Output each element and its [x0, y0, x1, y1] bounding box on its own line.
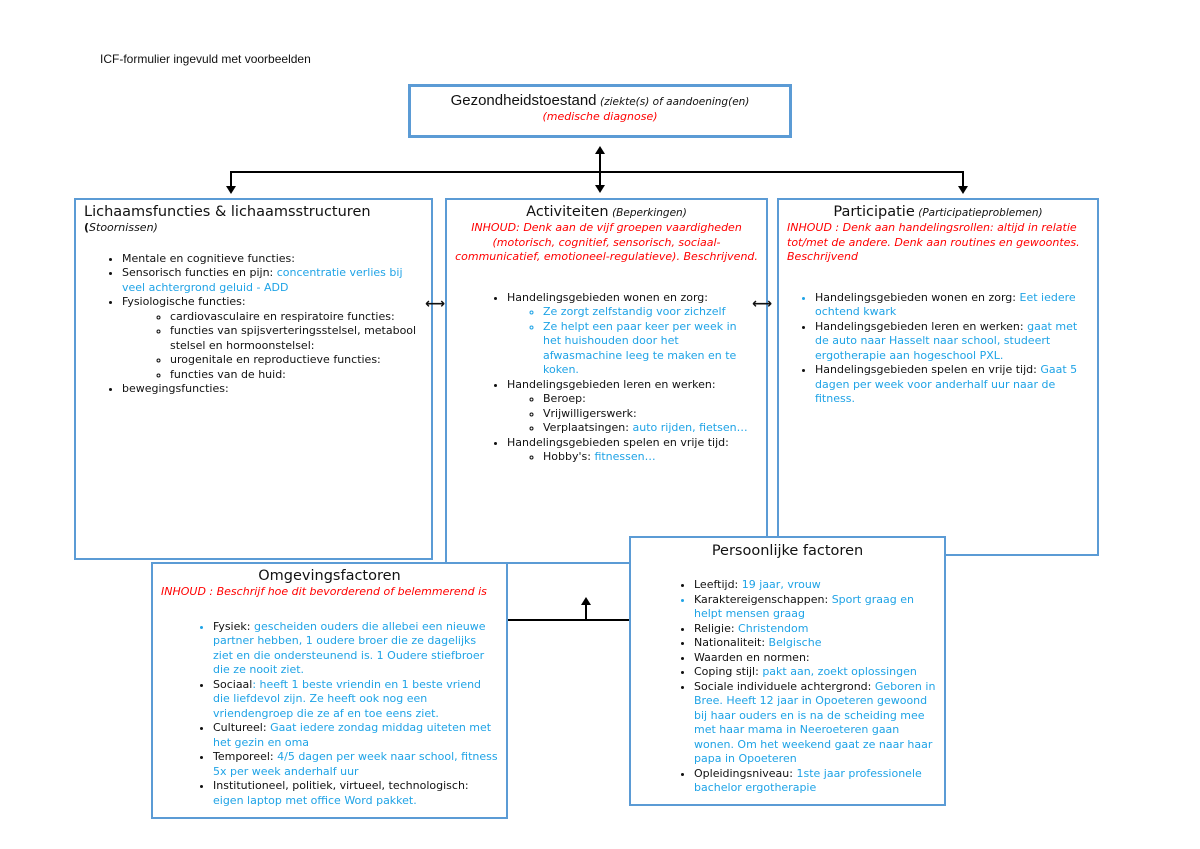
list-item: Ze zorgt zelfstandig voor zichzelf: [543, 305, 758, 320]
participation-note: INHOUD : Denk aan handelingsrollen: alti…: [787, 221, 1080, 263]
arrow-up-icon: [581, 597, 591, 605]
list-item: Handelingsgebieden leren en werken: gaat…: [815, 320, 1089, 364]
activities-title: Activiteiten: [526, 204, 609, 220]
participation-subtitle: (Participatieproblemen): [918, 207, 1043, 219]
list-item: Temporeel: 4/5 dagen per week naar schoo…: [213, 750, 498, 779]
environment-note: INHOUD : Beschrijf hoe dit bevorderend o…: [161, 585, 487, 598]
list-item: functies van de huid:: [170, 368, 423, 383]
list-item: Sociaal: heeft 1 beste vriendin en 1 bes…: [213, 678, 498, 722]
list-item: Cultureel: Gaat iedere zondag middag uit…: [213, 721, 498, 750]
list-item: Karaktereigenschappen: Sport graag en he…: [694, 593, 936, 622]
list-item: Mentale en cognitieve functies:: [122, 252, 423, 267]
personal-title: Persoonlijke factoren: [711, 543, 864, 559]
list-item: Handelingsgebieden spelen en vrije tijd:…: [507, 436, 758, 465]
list-item: cardiovasculaire en respiratoire functie…: [170, 310, 423, 325]
list-item: Handelingsgebieden leren en werken: Bero…: [507, 378, 758, 436]
environment-title: Omgevingsfactoren: [258, 568, 401, 584]
list-item: Handelingsgebieden wonen en zorg: Eet ie…: [815, 291, 1089, 320]
list-item: Sociale individuele achtergrond: Geboren…: [694, 680, 936, 767]
list-item: Waarden en normen:: [694, 651, 936, 666]
body-paren: (: [84, 221, 90, 234]
list-item: Verplaatsingen: auto rijden, fietsen…: [543, 421, 758, 436]
body-functions-box: Lichaamsfuncties & lichaamsstructuren (S…: [74, 198, 433, 560]
body-subtitle: Stoornissen): [89, 221, 158, 234]
list-item: Leeftijd: 19 jaar, vrouw: [694, 578, 936, 593]
list-item: Ze helpt een paar keer per week in het h…: [543, 320, 758, 378]
environmental-factors-box: Omgevingsfactoren INHOUD : Beschrijf hoe…: [151, 562, 508, 819]
arrow-up-icon: [595, 146, 605, 154]
arrow-down-icon: [226, 186, 236, 194]
list-item: Institutioneel, politiek, virtueel, tech…: [213, 779, 498, 808]
list-item: Coping stijl: pakt aan, zoekt oplossinge…: [694, 665, 936, 680]
list-item: Vrijwilligerswerk:: [543, 407, 758, 422]
participation-box: Participatie (Participatieproblemen) INH…: [777, 198, 1099, 556]
page-title: ICF-formulier ingevuld met voorbeelden: [100, 52, 311, 66]
activities-note: INHOUD: Denk aan de vijf groepen vaardig…: [455, 221, 758, 263]
double-arrow-icon: ⟷: [752, 296, 773, 312]
arrow-down-icon: [595, 185, 605, 193]
list-item: Religie: Christendom: [694, 622, 936, 637]
list-item: bewegingsfuncties:: [122, 382, 423, 397]
list-item: Sensorisch functies en pijn: concentrati…: [122, 266, 423, 295]
activities-box: Activiteiten (Beperkingen) INHOUD: Denk …: [445, 198, 768, 564]
connector-line: [505, 619, 631, 621]
personal-factors-box: Persoonlijke factoren Leeftijd: 19 jaar,…: [629, 536, 946, 806]
connector-line: [231, 171, 964, 173]
arrow-down-icon: [958, 186, 968, 194]
connector-line: [599, 152, 601, 186]
list-item: Handelingsgebieden spelen en vrije tijd:…: [815, 363, 1089, 407]
list-item: Fysiologische functies: cardiovasculaire…: [122, 295, 423, 382]
health-title: Gezondheidstoestand: [450, 92, 597, 109]
list-item: urogenitale en reproductieve functies:: [170, 353, 423, 368]
list-item: Fysiek: gescheiden ouders die allebei ee…: [213, 620, 498, 678]
list-item: Beroep:: [543, 392, 758, 407]
health-note: (medische diagnose): [542, 110, 658, 123]
list-item: Opleidingsniveau: 1ste jaar professionel…: [694, 767, 936, 796]
list-item: Hobby's: fitnessen…: [543, 450, 758, 465]
participation-title: Participatie: [833, 204, 915, 220]
connector-line: [230, 171, 232, 189]
list-item: Handelingsgebieden wonen en zorg: Ze zor…: [507, 291, 758, 378]
double-arrow-icon: ⟷: [425, 296, 446, 312]
health-subtitle: (ziekte(s) of aandoening(en): [600, 96, 750, 108]
list-item: functies van spijsverteringsstelsel, met…: [170, 324, 423, 353]
body-title: Lichaamsfuncties & lichaamsstructuren: [84, 204, 371, 220]
connector-line: [585, 604, 587, 619]
connector-line: [962, 171, 964, 189]
list-item: Nationaliteit: Belgische: [694, 636, 936, 651]
activities-subtitle: (Beperkingen): [612, 207, 687, 219]
health-condition-box: Gezondheidstoestand (ziekte(s) of aandoe…: [408, 84, 792, 138]
